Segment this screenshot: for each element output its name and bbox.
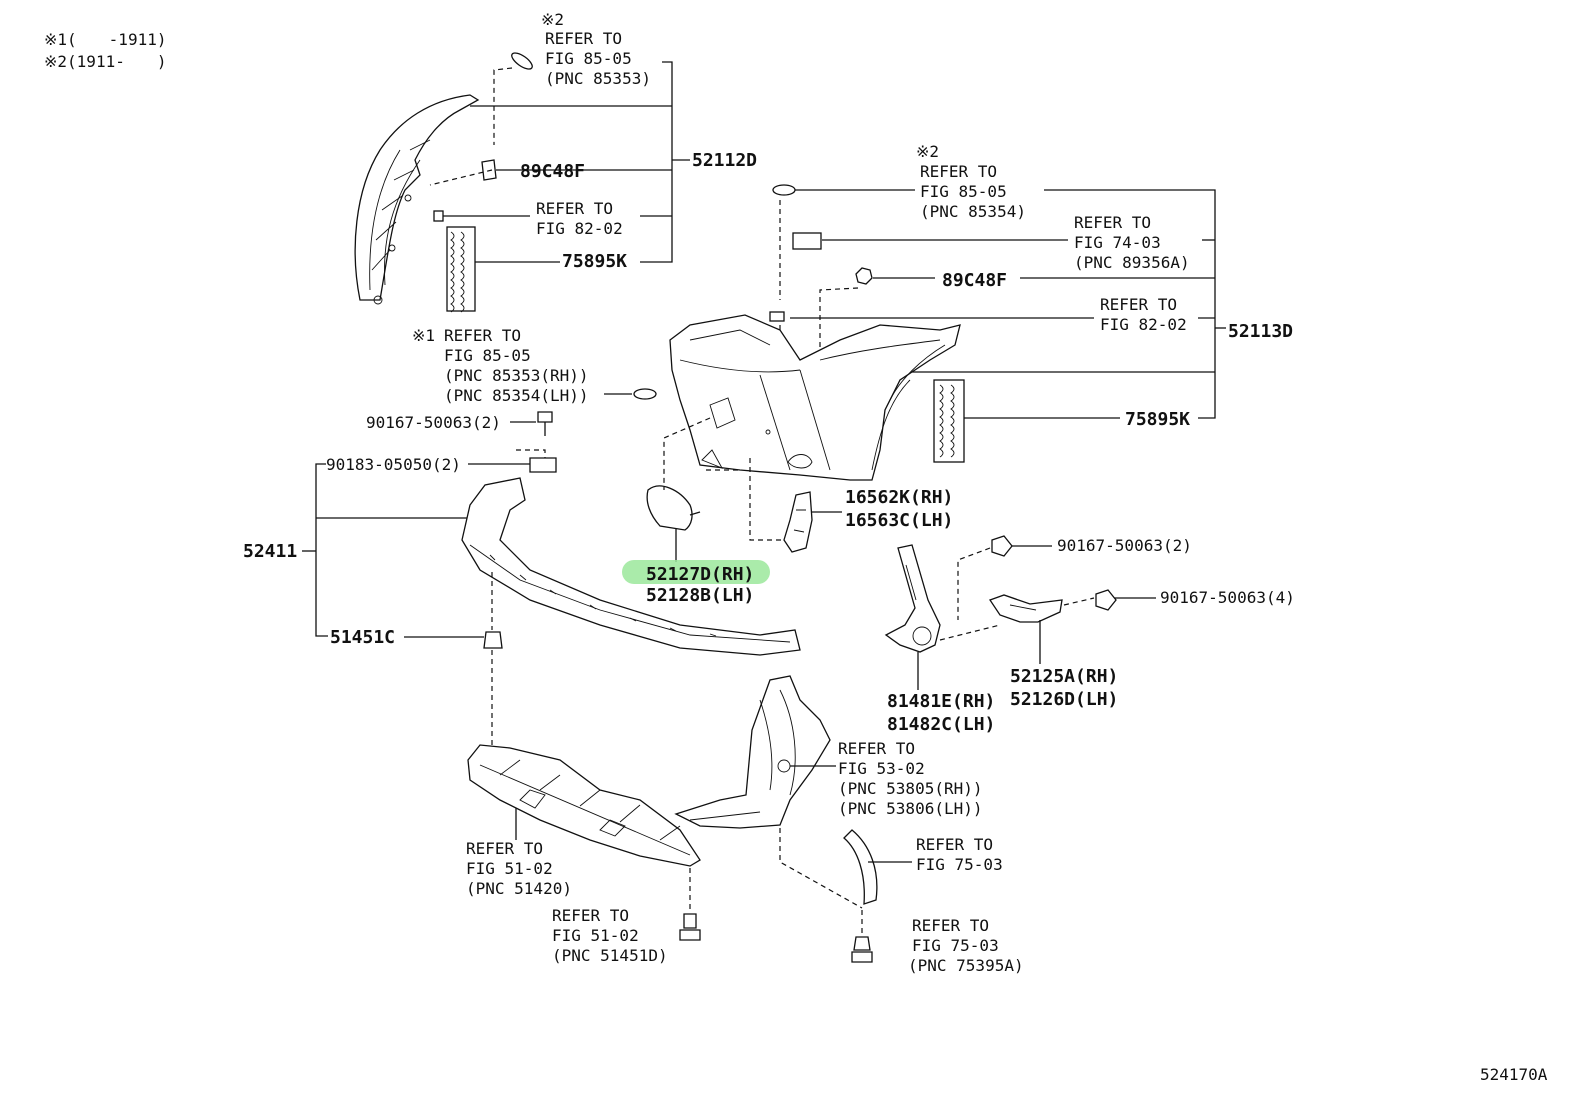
sponge-75895k-left-part[interactable] bbox=[446, 226, 476, 313]
label-90167-4[interactable]: 90167-50063(4) bbox=[1160, 588, 1295, 607]
mid-left-ref-line2: FIG 85-05 bbox=[444, 346, 531, 365]
ref-74-03-line1: REFER TO bbox=[1074, 213, 1151, 232]
upper-left-bracket-part[interactable] bbox=[354, 94, 480, 305]
label-81481e[interactable]: 81481E(RH) bbox=[887, 691, 995, 712]
clip-75395a-part[interactable] bbox=[851, 936, 873, 963]
bolt-51451d-part[interactable] bbox=[679, 913, 701, 941]
ref-75-03-b-line3: (PNC 75395A) bbox=[908, 956, 1024, 975]
ref-75-03-a-line2: FIG 75-03 bbox=[916, 855, 1003, 874]
panel-89356a-part[interactable] bbox=[792, 232, 822, 250]
clip-89c48f-right-part[interactable] bbox=[855, 267, 873, 285]
ref-51-02-b-line2: FIG 51-02 bbox=[552, 926, 639, 945]
sponge-75895k-right-part[interactable] bbox=[933, 379, 965, 463]
ref-75-03-a-line1: REFER TO bbox=[916, 835, 993, 854]
cover-52127d-part[interactable] bbox=[646, 485, 701, 531]
bolt-90167-4-part[interactable] bbox=[1095, 589, 1117, 611]
ref-82-02-right-line1: REFER TO bbox=[1100, 295, 1177, 314]
label-16562k[interactable]: 16562K(RH) bbox=[845, 487, 953, 508]
label-16563c[interactable]: 16563C(LH) bbox=[845, 510, 953, 531]
label-52127d[interactable]: 52127D(RH) bbox=[646, 564, 754, 585]
note-1: ※1( -1911) bbox=[44, 30, 166, 49]
retainer-52411-part[interactable] bbox=[461, 477, 801, 656]
ref-53-02-line1: REFER TO bbox=[838, 739, 915, 758]
tab-82-02-right-part[interactable] bbox=[769, 311, 785, 322]
upper-right-ref-line3: (PNC 85354) bbox=[920, 202, 1026, 221]
label-75895k-right[interactable]: 75895K bbox=[1125, 409, 1190, 430]
ref-51-02-a-line3: (PNC 51420) bbox=[466, 879, 572, 898]
clip-89c48f-left-part[interactable] bbox=[481, 159, 497, 181]
engine-under-cover-part[interactable] bbox=[467, 744, 701, 867]
label-90167-2-left[interactable]: 90167-50063(2) bbox=[366, 413, 501, 432]
bolt-90167-right-part[interactable] bbox=[991, 535, 1013, 557]
ref-53-02-line4: (PNC 53806(LH)) bbox=[838, 799, 983, 818]
ref-51-02-a-line2: FIG 51-02 bbox=[466, 859, 553, 878]
mid-left-ref-line3: (PNC 85353(RH)) bbox=[444, 366, 589, 385]
upper-left-ref-mark: ※2 bbox=[541, 10, 564, 29]
label-52125a[interactable]: 52125A(RH) bbox=[1010, 666, 1118, 687]
label-52112d[interactable]: 52112D bbox=[692, 150, 757, 171]
tab-82-02-left-part[interactable] bbox=[433, 210, 444, 222]
figure-id: 524170A bbox=[1480, 1065, 1548, 1084]
ref-82-02-right-line2: FIG 82-02 bbox=[1100, 315, 1187, 334]
ref-82-02-left-line2: FIG 82-02 bbox=[536, 219, 623, 238]
upper-right-ref-line2: FIG 85-05 bbox=[920, 182, 1007, 201]
ref-53-02-line3: (PNC 53805(RH)) bbox=[838, 779, 983, 798]
bolt-90167-left-part[interactable] bbox=[537, 411, 553, 436]
ref-51-02-a-line1: REFER TO bbox=[466, 839, 543, 858]
ref-51-02-b-line3: (PNC 51451D) bbox=[552, 946, 668, 965]
upper-right-ref-line1: REFER TO bbox=[920, 162, 997, 181]
ref-51-02-b-line1: REFER TO bbox=[552, 906, 629, 925]
fender-liner-part[interactable] bbox=[674, 675, 831, 829]
upper-left-ref-line1: REFER TO bbox=[545, 29, 622, 48]
bracket-52125a-part[interactable] bbox=[988, 594, 1063, 623]
label-52128b[interactable]: 52128B(LH) bbox=[646, 585, 754, 606]
label-52126d[interactable]: 52126D(LH) bbox=[1010, 689, 1118, 710]
garnish-81481e-part[interactable] bbox=[884, 544, 941, 653]
wheel-arch-moulding-part[interactable] bbox=[843, 829, 878, 905]
plug-85354-part[interactable] bbox=[772, 184, 796, 196]
ref-74-03-line2: FIG 74-03 bbox=[1074, 233, 1161, 252]
label-75895k-left[interactable]: 75895K bbox=[562, 251, 627, 272]
mid-left-ref-line4: (PNC 85354(LH)) bbox=[444, 386, 589, 405]
mid-left-ref-mark: ※1 bbox=[412, 326, 435, 345]
label-89c48f-left[interactable]: 89C48F bbox=[520, 161, 585, 182]
ref-82-02-left-line1: REFER TO bbox=[536, 199, 613, 218]
ref-75-03-b-line2: FIG 75-03 bbox=[912, 936, 999, 955]
highlight-52127d bbox=[622, 560, 770, 584]
ref-53-02-line2: FIG 53-02 bbox=[838, 759, 925, 778]
bracket-16562k-part[interactable] bbox=[783, 491, 813, 553]
label-52411[interactable]: 52411 bbox=[243, 541, 297, 562]
upper-right-ref-mark: ※2 bbox=[916, 142, 939, 161]
label-51451c[interactable]: 51451C bbox=[330, 627, 395, 648]
clip-51451c-part[interactable] bbox=[483, 631, 503, 649]
label-90167-2-right[interactable]: 90167-50063(2) bbox=[1057, 536, 1192, 555]
label-81482c[interactable]: 81482C(LH) bbox=[887, 714, 995, 735]
note-2: ※2(1911- ) bbox=[44, 52, 166, 71]
label-89c48f-right[interactable]: 89C48F bbox=[942, 270, 1007, 291]
upper-left-ref-line3: (PNC 85353) bbox=[545, 69, 651, 88]
ref-74-03-line3: (PNC 89356A) bbox=[1074, 253, 1190, 272]
label-52113d[interactable]: 52113D bbox=[1228, 321, 1293, 342]
label-90183[interactable]: 90183-05050(2) bbox=[326, 455, 461, 474]
ref-75-03-b-line1: REFER TO bbox=[912, 916, 989, 935]
plug-85353-part[interactable] bbox=[509, 50, 534, 72]
mid-left-ref-line1: REFER TO bbox=[444, 326, 521, 345]
clip-90183-part[interactable] bbox=[529, 457, 557, 473]
bumper-cover-52113d-part[interactable] bbox=[669, 314, 961, 481]
upper-left-ref-line2: FIG 85-05 bbox=[545, 49, 632, 68]
plug-mid-part[interactable] bbox=[633, 388, 657, 400]
